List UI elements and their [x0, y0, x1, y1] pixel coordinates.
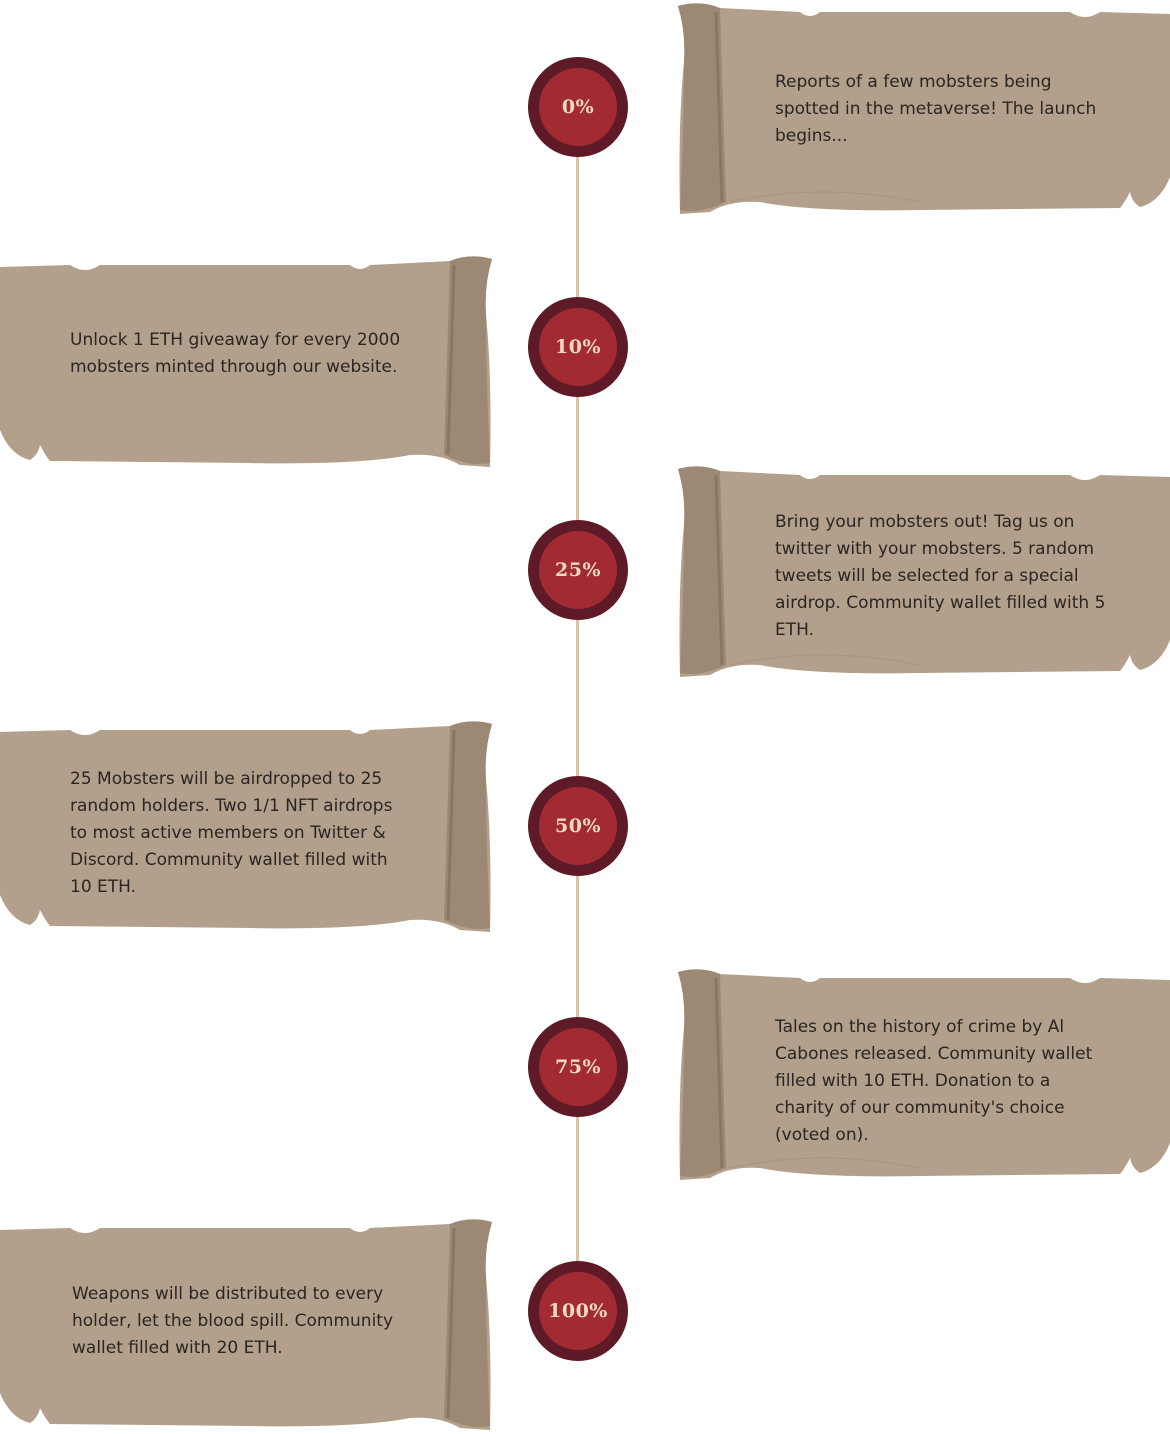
milestone-scroll-100: Weapons will be distributed to every hol… — [0, 1218, 500, 1433]
milestone-badge-75: 75% — [528, 1017, 628, 1117]
milestone-text: Weapons will be distributed to every hol… — [72, 1284, 394, 1358]
milestone-percent: 0% — [539, 68, 617, 146]
milestone-text: 25 Mobsters will be airdropped to 25 ran… — [70, 769, 393, 897]
milestone-badge-25: 25% — [528, 520, 628, 620]
milestone-percent: 100% — [539, 1272, 617, 1350]
milestone-text: Bring your mobsters out! Tag us on twitt… — [775, 512, 1106, 640]
milestone-percent: 50% — [539, 787, 617, 865]
milestone-badge-0: 0% — [528, 57, 628, 157]
milestone-scroll-50: 25 Mobsters will be airdropped to 25 ran… — [0, 720, 500, 935]
milestone-text: Tales on the history of crime by Al Cabo… — [775, 1017, 1093, 1145]
milestone-percent: 10% — [539, 308, 617, 386]
milestone-percent: 25% — [539, 531, 617, 609]
milestone-badge-10: 10% — [528, 297, 628, 397]
milestone-text: Reports of a few mobsters being spotted … — [775, 72, 1097, 146]
milestone-scroll-0: Reports of a few mobsters being spotted … — [670, 2, 1170, 217]
milestone-percent: 75% — [539, 1028, 617, 1106]
milestone-badge-100: 100% — [528, 1261, 628, 1361]
timeline-line — [576, 110, 579, 1310]
milestone-scroll-10: Unlock 1 ETH giveaway for every 2000 mob… — [0, 255, 500, 470]
milestone-scroll-25: Bring your mobsters out! Tag us on twitt… — [670, 465, 1170, 680]
milestone-text: Unlock 1 ETH giveaway for every 2000 mob… — [70, 330, 401, 377]
milestone-badge-50: 50% — [528, 776, 628, 876]
milestone-scroll-75: Tales on the history of crime by Al Cabo… — [670, 968, 1170, 1183]
